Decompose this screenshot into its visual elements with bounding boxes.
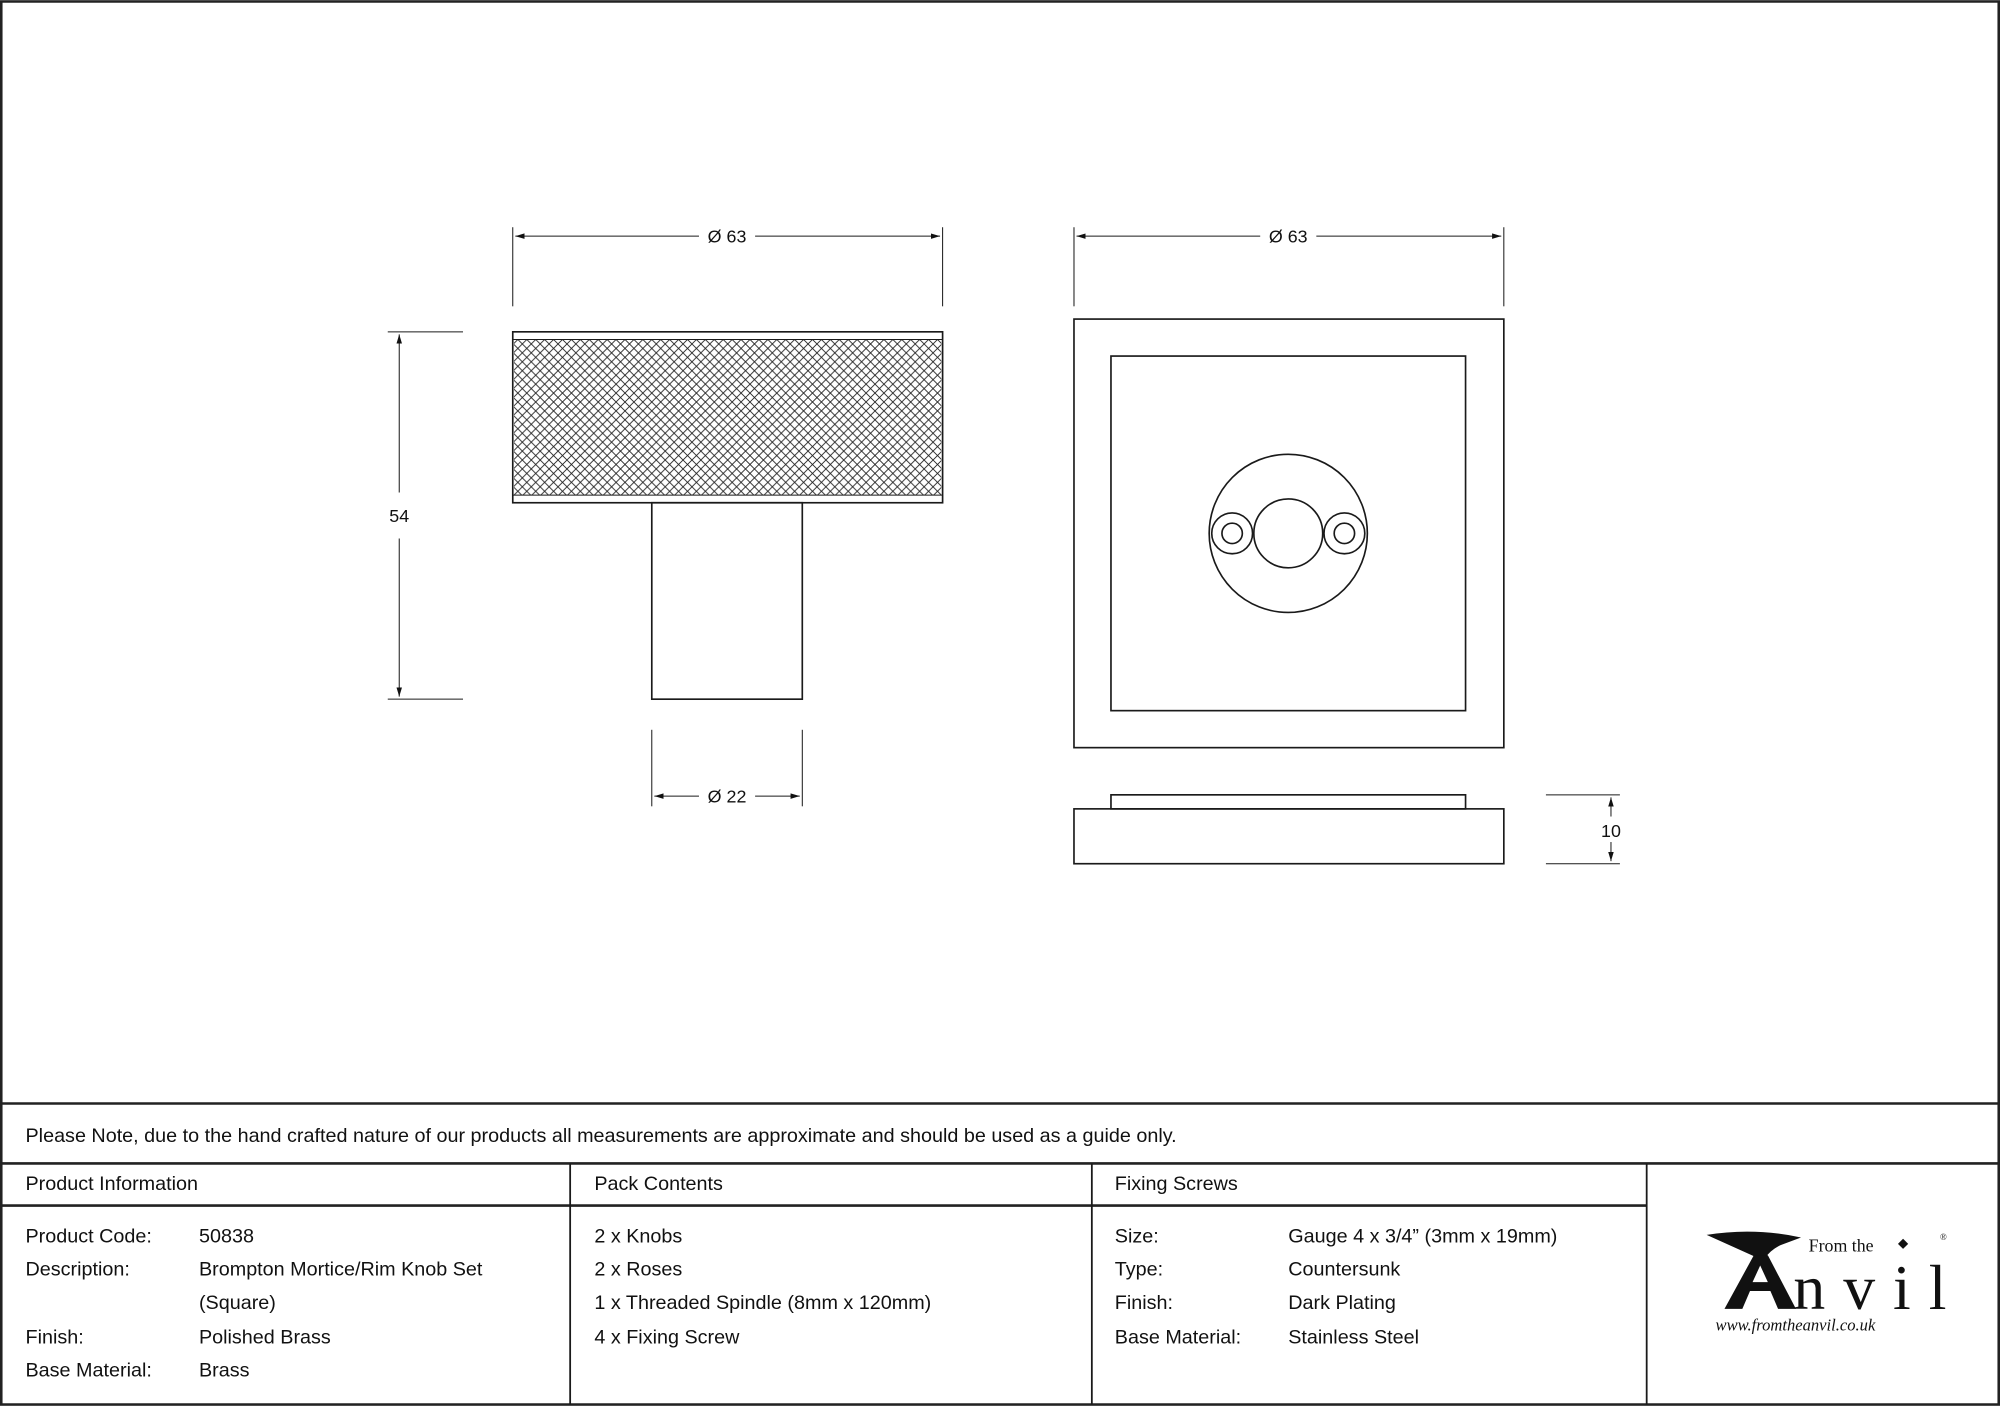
- pack-contents-heading: Pack Contents: [594, 1173, 723, 1195]
- stem-diameter-dimension: Ø 22: [708, 786, 747, 806]
- screw-hole-left: [1210, 512, 1254, 555]
- knob-stem: [650, 501, 804, 701]
- screw-hole-right: [1323, 512, 1366, 555]
- knob-front-view: Ø 63 54 Ø 22: [387, 227, 944, 806]
- value-type: Countersunk: [1288, 1259, 1400, 1281]
- label-size: Size:: [1115, 1226, 1159, 1248]
- list-item: 1 x Threaded Spindle (8mm x 120mm): [594, 1292, 931, 1314]
- info-table: Please Note, due to the hand crafted nat…: [1, 1102, 1999, 1405]
- logo-url: www.fromtheanvil.co.uk: [1716, 1316, 1876, 1335]
- value-base-material: Brass: [199, 1359, 250, 1381]
- fixing-screws-heading: Fixing Screws: [1115, 1173, 1238, 1195]
- label-screw-base-material: Base Material:: [1115, 1326, 1241, 1348]
- rose-boss: [1208, 453, 1369, 614]
- logo-registered: ®: [1940, 1232, 1947, 1242]
- value-finish: Polished Brass: [199, 1326, 331, 1348]
- knob-width-dimension: Ø 63: [708, 227, 747, 247]
- rose-side-plate: [1073, 808, 1505, 865]
- value-description: Brompton Mortice/Rim Knob Set: [199, 1259, 483, 1281]
- label-type: Type:: [1115, 1259, 1163, 1281]
- value-description-line2: (Square): [199, 1292, 276, 1314]
- label-screw-finish: Finish:: [1115, 1292, 1173, 1314]
- value-screw-finish: Dark Plating: [1288, 1292, 1396, 1314]
- logo-anvil: nvil: [1793, 1252, 1946, 1323]
- measurement-note: Please Note, due to the hand crafted nat…: [26, 1125, 1177, 1147]
- label-product-code: Product Code:: [26, 1226, 152, 1248]
- rose-depth-dimension: 10: [1601, 821, 1621, 841]
- spindle-hole: [1252, 498, 1324, 569]
- rose-views: Ø 63 10: [1073, 227, 1621, 865]
- knurled-surface: [514, 339, 942, 496]
- rose-outer: [1073, 318, 1505, 749]
- list-item: 2 x Roses: [594, 1259, 682, 1281]
- rose-width-dimension: Ø 63: [1269, 227, 1308, 247]
- knob-height-dimension: 54: [389, 506, 409, 526]
- rose-inner: [1110, 355, 1467, 712]
- from-the-anvil-logo: From the ® nvil www.fromtheanvil.co.uk: [1706, 1231, 1947, 1335]
- fixing-screws: Size: Gauge 4 x 3/4” (3mm x 19mm) Type: …: [1115, 1226, 1558, 1349]
- list-item: 2 x Knobs: [594, 1226, 682, 1248]
- rose-side-boss: [1110, 794, 1467, 810]
- value-screw-base-material: Stainless Steel: [1288, 1326, 1419, 1348]
- value-product-code: 50838: [199, 1226, 254, 1248]
- product-information-heading: Product Information: [26, 1173, 198, 1195]
- anvil-icon: [1706, 1231, 1802, 1258]
- logo-from-the: From the: [1809, 1235, 1874, 1255]
- label-base-material: Base Material:: [26, 1359, 152, 1381]
- label-description: Description:: [26, 1259, 130, 1281]
- value-size: Gauge 4 x 3/4” (3mm x 19mm): [1288, 1226, 1557, 1248]
- product-information: Product Code: 50838 Description: Brompto…: [26, 1226, 483, 1382]
- label-finish: Finish:: [26, 1326, 84, 1348]
- list-item: 4 x Fixing Screw: [594, 1326, 740, 1348]
- pack-contents-list: 2 x Knobs 2 x Roses 1 x Threaded Spindle…: [594, 1226, 931, 1349]
